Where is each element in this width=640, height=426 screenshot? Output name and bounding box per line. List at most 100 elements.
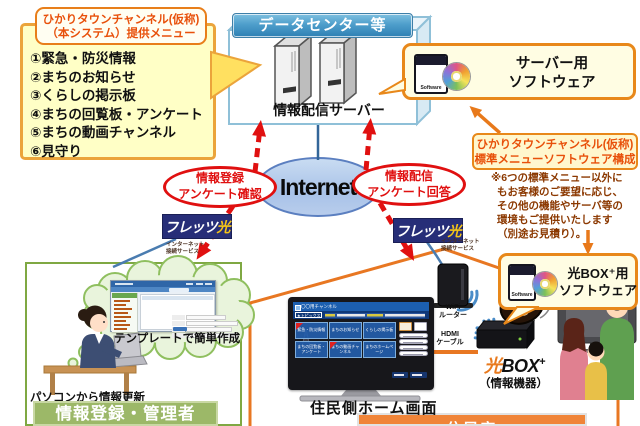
- tv-screen-header: 〇〇用チャンネル: [293, 302, 429, 311]
- hikaribox-software-line1: 光BOX⁺用: [567, 266, 629, 281]
- provided-menu-header: ひかりタウンチャンネル(仮称) （本システム）提供メニュー: [35, 7, 207, 45]
- hikari-box-label-hikari: 光: [484, 356, 502, 376]
- standard-menu-line1: ひかりタウンチャンネル(仮称): [476, 139, 634, 151]
- flets-brand: フレッツ: [164, 219, 218, 235]
- software-box-label: Software: [420, 85, 442, 91]
- software-box-label: Software: [511, 292, 533, 298]
- hikaribox-software-label: 光BOX⁺用 ソフトウェア: [559, 266, 637, 300]
- hikaribox-callout-tail: [503, 306, 540, 325]
- flets-hikari: 光: [447, 223, 462, 239]
- tv-chip-2: [413, 322, 427, 331]
- server-label: 情報配信サーバー: [273, 102, 385, 118]
- menu-item-1: ①緊急・防災情報: [30, 51, 136, 66]
- internet-label: Internet: [279, 173, 357, 200]
- arrow-delivery-up: [362, 118, 377, 171]
- note-line4: 環境もご提供いたします: [497, 214, 613, 226]
- server-software-line1: サーバー用: [515, 56, 589, 72]
- menu-item-2: ②まちのお知らせ: [30, 69, 136, 85]
- menu-header-line1: ひかりタウンチャンネル(仮称): [42, 14, 200, 26]
- tv-tile-video: まちの動画チャンネル: [329, 341, 362, 358]
- tv-tile-board: くらしの掲示板: [363, 322, 396, 339]
- tv-link-button: [398, 345, 428, 350]
- hdmi-label-line2: ケーブル: [436, 339, 464, 347]
- hikari-box-sublabel: （情報機器）: [479, 378, 548, 390]
- wifi-label-line1: WiFi: [445, 304, 461, 311]
- tv-nav-button: [392, 372, 408, 378]
- provided-menu-list: ①緊急・防災情報 ②まちのお知らせ ③くらしの掲示板 ④まちの回覧板・アンケート…: [30, 50, 203, 161]
- hikari-box-device: [475, 319, 536, 350]
- admin-ui-tab: [169, 288, 189, 292]
- tv-link-button: [398, 339, 428, 344]
- standard-menu-line2: 標準メニューソフトウェア構成: [474, 153, 636, 166]
- datacenter-title-label: データセンター等: [258, 17, 387, 34]
- software-box-icon: Software: [508, 264, 536, 301]
- tv-chip-1: [398, 322, 412, 331]
- server-tower-icon: [272, 31, 359, 108]
- flets-hikari: 光: [216, 219, 231, 235]
- tv-tile-label: まちの回覧板・アンケート: [297, 343, 326, 354]
- hikaribox-software-line2: ソフトウェア: [559, 282, 638, 298]
- tv-nav-button: [410, 372, 427, 378]
- tv-home-screen: 〇〇用チャンネル ★トピックス 緊急・防災情報 まちのお知らせ くらしの掲示板 …: [293, 302, 429, 382]
- flets-service-line1: インターネット: [166, 242, 205, 248]
- tv-screen-title: 〇〇用チャンネル: [301, 304, 337, 309]
- tv-tile-label: まちのお知らせ: [331, 327, 360, 333]
- tv-topics-label: ★トピックス: [295, 312, 323, 318]
- delivery-oval: 情報配信 アンケート回答: [352, 163, 466, 206]
- tv-caption: 住民側ホーム画面: [310, 400, 438, 417]
- tv-tile-label: まちの動画チャンネル: [331, 343, 360, 354]
- flets-hikari-logo-left: フレッツ光: [162, 214, 232, 239]
- register-line1: 情報登録: [195, 171, 244, 186]
- menu-item-5: ⑤まちの動画チャンネル: [30, 125, 177, 140]
- server-callout-tail: [378, 78, 406, 95]
- register-line2: アンケート確認: [178, 187, 262, 201]
- home-footer-label: 住民宅: [446, 421, 497, 424]
- note-text: ※6つの標準メニュー以外に もお客様のご要望に応じ、 その他の機能やサーバ等の …: [491, 171, 639, 241]
- tv-frame: 〇〇用チャンネル ★トピックス 緊急・防災情報 まちのお知らせ くらしの掲示板 …: [288, 297, 434, 390]
- tv-tile-label: まちのホームページ: [365, 343, 394, 354]
- admin-footer-bar: 情報登録・管理者: [33, 401, 218, 426]
- flets-service-line2: 接続サービス: [441, 246, 475, 253]
- menu-item-4: ④まちの回覧板・アンケート: [30, 106, 203, 122]
- menu-item-3: ③くらしの掲示板: [30, 88, 136, 103]
- standard-menu-box: ひかりタウンチャンネル(仮称) 標準メニューソフトウェア構成: [472, 133, 638, 170]
- note-line5: （別途お見積り）。: [497, 228, 587, 240]
- arrow-register-up: [252, 120, 267, 173]
- arrow-to-server-callout: [469, 106, 502, 135]
- flets-brand: フレッツ: [395, 223, 449, 239]
- wifi-router-label: WiFi ルーター: [433, 304, 473, 320]
- server-software-line2: ソフトウェア: [508, 74, 596, 91]
- cloud-caption: テンプレートで簡単作成: [114, 333, 241, 345]
- register-oval: 情報登録 アンケート確認: [163, 166, 277, 208]
- tv-tile-emergency: 緊急・防災情報: [295, 322, 328, 339]
- tv-tile-homepage: まちのホームページ: [363, 341, 396, 358]
- menu-item-6: ⑥見守り: [30, 143, 82, 159]
- admin-ui-form: [140, 294, 238, 338]
- note-line2: もお客様のご要望に応じ、: [497, 186, 623, 198]
- note-line1: ※6つの標準メニュー以外に: [491, 172, 623, 184]
- admin-ui-menubar: [111, 287, 215, 292]
- hdmi-label-line1: HDMI: [441, 331, 459, 338]
- tv-tile-label: くらしの掲示板: [365, 327, 394, 333]
- tv-tile-circular: まちの回覧板・アンケート: [295, 341, 328, 358]
- wifi-label-line2: ルーター: [439, 312, 467, 320]
- flets-service-line2: 接続サービス: [166, 249, 200, 256]
- server-software-callout: Software サーバー用 ソフトウェア: [378, 43, 636, 100]
- tv-tile-news: まちのお知らせ: [329, 322, 362, 339]
- tv-link-button: [398, 333, 428, 338]
- provided-menu-box: ひかりタウンチャンネル(仮称) （本システム）提供メニュー ①緊急・防災情報 ②…: [20, 7, 263, 161]
- flets-service-line1: インターネット: [441, 239, 480, 245]
- tv-link-button: [398, 351, 428, 356]
- admin-ui-sidebar: [112, 293, 138, 332]
- menu-header-line2: （本システム）提供メニュー: [46, 28, 196, 41]
- admin-ui-screenshot: [110, 280, 238, 338]
- datacenter-title: データセンター等: [232, 13, 413, 38]
- hikari-box-label-plus: +: [539, 356, 545, 368]
- dvd-disc-icon: [533, 272, 557, 296]
- tv-tile-label: 緊急・防災情報: [297, 327, 326, 333]
- tv-topics-ticker: [325, 312, 425, 318]
- note-line3: その他の機能やサーバ等の: [497, 200, 623, 212]
- wifi-router-icon: [433, 263, 473, 308]
- dvd-disc-icon: [443, 63, 470, 90]
